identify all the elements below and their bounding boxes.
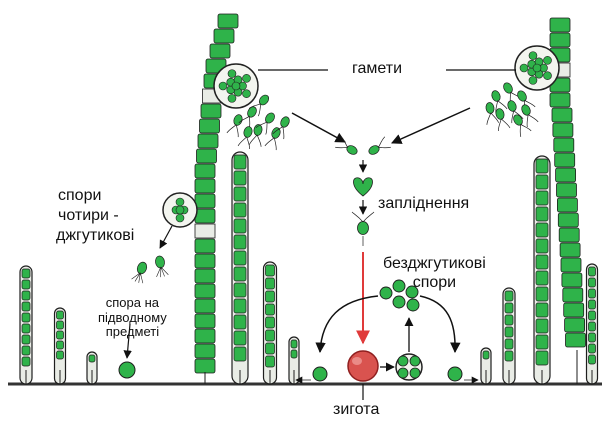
gamete [335,137,360,158]
spores-label-line2: чотири - [58,208,134,225]
gamete [493,107,510,131]
filament-short-2 [55,308,66,384]
fertilization-sequence [335,137,391,246]
gametes-label: гамети [352,61,402,78]
germling-left [296,367,327,381]
arrow-gametes-right-to-fusion [392,108,470,143]
gamete [366,137,391,158]
fusing-gametes [353,178,372,196]
filament-medium-2 [264,262,277,384]
fertilization-label: запліднення [378,196,469,213]
spore-obj-line2: підводному [98,311,167,325]
spore-obj-line3: предметі [98,325,167,339]
germling-right [448,367,478,381]
arrow-gametes-left-to-fusion [292,113,345,142]
right-gametangium [515,46,559,90]
zoospore [131,260,149,284]
filament-short-6 [587,264,598,384]
aflag-label-line2: спори [383,275,486,292]
gamete [265,126,284,150]
aflagellate-spores-label: безджгутикові спори [383,256,486,292]
zoosporangium [163,193,197,227]
four-flagellate-spores [131,255,168,284]
aflag-label-line1: безджгутикові [383,256,486,273]
filament-medium-1 [232,152,248,384]
zygote-label: зигота [333,402,379,419]
zoospore [153,255,168,278]
filament-short-3 [87,352,97,384]
four-flagellate-spores-label: спори чотири - джгутикові [58,188,134,244]
filament-short-4 [289,337,299,384]
filament-medium-3 [503,288,515,384]
gamete [227,113,246,137]
arrow-spores-to-right-germling [420,296,455,352]
spore-on-object-label: спора на підводному предметі [98,296,167,339]
arrow-zoosporangium-to-spores [160,226,172,248]
spores-label-line3: джгутикові [56,228,134,245]
quadriflagellate-zygote [352,212,374,246]
left-gametangium [214,64,258,108]
spore-obj-line1: спора на [98,296,167,310]
spores-label-line1: спори [58,188,134,205]
zygote [348,351,378,381]
filament-medium-4 [534,156,550,384]
filament-short-5 [481,348,491,384]
filament-short-1 [20,266,32,384]
arrow-spores-to-left-germling [320,296,378,352]
gamete [238,125,255,149]
zygote-tetrad [396,354,422,380]
